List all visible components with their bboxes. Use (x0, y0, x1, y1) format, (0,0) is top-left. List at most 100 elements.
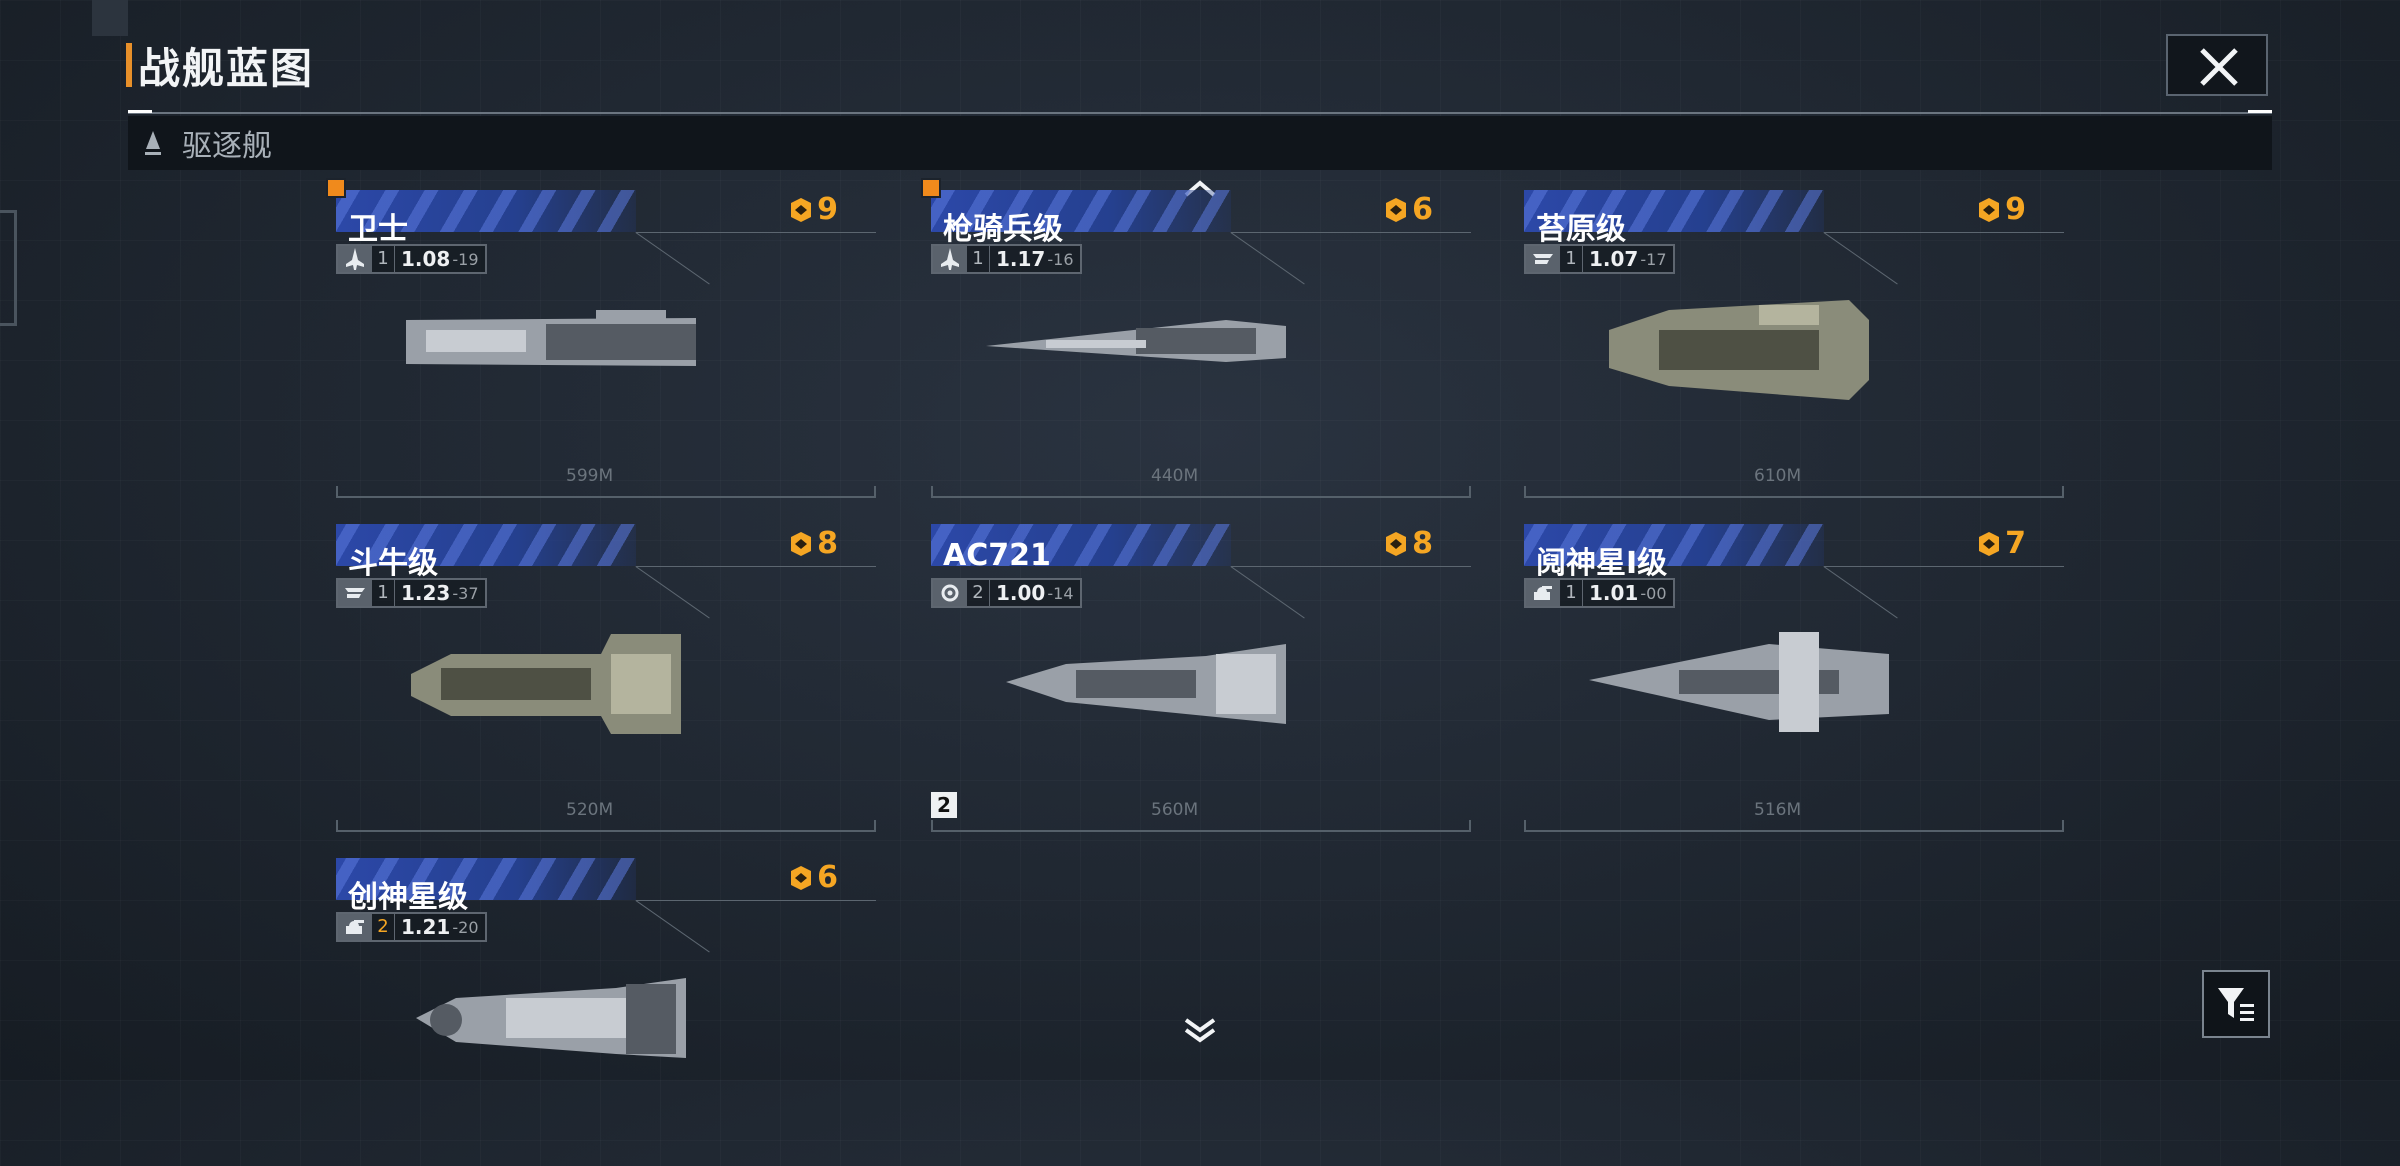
card-divider (636, 566, 876, 567)
ship-cost: 7 (1975, 526, 2026, 561)
filter-button[interactable] (2202, 970, 2270, 1038)
stat-sub: -16 (1047, 250, 1074, 269)
ship-image (406, 310, 696, 366)
title-accent (126, 43, 132, 87)
ship-name-banner: 枪骑兵级 (931, 190, 1231, 247)
corner-decoration (92, 0, 128, 36)
close-icon (2200, 48, 2238, 86)
header-divider (128, 110, 2272, 114)
ship-name: 创神星级 (348, 880, 468, 915)
filter-icon (2218, 988, 2254, 1021)
card-divider (1824, 232, 2064, 233)
ship-length: 516M (1754, 800, 1802, 820)
card-baseline (1524, 820, 2064, 832)
ship-card[interactable]: 阋神星I级 7 1 1.01 -00 516M (1524, 514, 2064, 832)
card-divider (636, 232, 876, 233)
ship-length: 520M (566, 800, 614, 820)
card-divider (1231, 566, 1471, 567)
ship-name: 枪骑兵级 (943, 212, 1063, 247)
gear-icon (941, 584, 959, 602)
ship-name-banner: AC721 (931, 524, 1231, 573)
ship-name: 卫士 (348, 212, 408, 247)
ship-length: 610M (1754, 466, 1802, 486)
command-cost-icon (1386, 531, 1407, 556)
ship-image (1006, 644, 1286, 724)
stat-main: 1.21 (401, 915, 451, 939)
command-cost-icon (791, 865, 812, 890)
close-button[interactable] (2166, 34, 2268, 96)
card-leader-line (1230, 566, 1305, 619)
ship-card[interactable]: 卫士 9 1 1.08 -19 599M (326, 178, 876, 498)
cost-value: 8 (817, 526, 838, 561)
ship-tier: 1 (1560, 580, 1583, 606)
ship-image (411, 634, 681, 734)
ship-name-banner: 阋神星I级 (1524, 524, 1824, 581)
ship-name-banner: 苔原级 (1524, 190, 1824, 247)
ship-image (986, 320, 1286, 362)
command-cost-icon (791, 197, 812, 222)
stat-sub: -17 (1640, 250, 1667, 269)
card-baseline (1524, 486, 2064, 498)
cost-value: 9 (2005, 192, 2026, 227)
ship-tier: 1 (372, 580, 395, 606)
ship-tier: 1 (1560, 246, 1583, 272)
card-baseline (336, 486, 876, 498)
corvette-icon (345, 588, 365, 598)
ship-card[interactable]: AC721 8 2 1.00 -14 560M 2 (931, 514, 1471, 832)
ship-name-banner: 创神星级 (336, 858, 636, 915)
ship-stats: 1 1.23 -37 (336, 578, 487, 608)
stat-sub: -20 (452, 918, 479, 937)
ship-card[interactable]: 创神星级 6 2 1.21 -20 (336, 848, 876, 1166)
scroll-down-chevron-icon[interactable] (1183, 1016, 1217, 1044)
ship-cost: 8 (787, 526, 838, 561)
ship-tier: 2 (967, 580, 990, 606)
ship-tier: 1 (372, 246, 395, 272)
stat-main: 1.00 (996, 581, 1046, 605)
stat-main: 1.17 (996, 247, 1046, 271)
ship-cost: 6 (787, 860, 838, 895)
ship-length: 440M (1151, 466, 1199, 486)
category-bar[interactable]: 驱逐舰 (128, 116, 2272, 170)
ship-stats: 1 1.17 -16 (931, 244, 1082, 274)
destroyer-icon (145, 131, 161, 155)
stat-sub: -19 (452, 250, 479, 269)
command-cost-icon (1386, 197, 1407, 222)
ship-name: 苔原级 (1536, 212, 1626, 247)
new-indicator (326, 178, 346, 198)
stat-main: 1.07 (1589, 247, 1639, 271)
ship-cost: 8 (1382, 526, 1433, 561)
card-leader-line (1230, 232, 1305, 285)
deploy-badge: 2 (931, 792, 957, 818)
cost-value: 9 (817, 192, 838, 227)
card-divider (1231, 232, 1471, 233)
ship-name: 斗牛级 (348, 546, 438, 581)
page-title: 战舰蓝图 (138, 43, 315, 93)
page-header: 战舰蓝图 (126, 40, 314, 93)
card-baseline (931, 820, 1471, 832)
ship-stats: 2 1.00 -14 (931, 578, 1082, 608)
ship-card[interactable]: 苔原级 9 1 1.07 -17 610M (1524, 180, 2064, 498)
command-cost-icon (1979, 197, 2000, 222)
ship-tier: 1 (967, 246, 990, 272)
cost-value: 6 (817, 860, 838, 895)
ship-image (416, 978, 686, 1058)
ship-tier: 2 (372, 914, 395, 940)
card-leader-line (635, 232, 710, 285)
ship-card[interactable]: 斗牛级 8 1 1.23 -37 520M (336, 514, 876, 832)
turret-icon (346, 920, 364, 934)
ship-stats: 1 1.07 -17 (1524, 244, 1675, 274)
ship-image (1589, 632, 1889, 732)
card-leader-line (1823, 232, 1898, 285)
turret-icon (1534, 586, 1552, 600)
cost-value: 7 (2005, 526, 2026, 561)
ship-stats: 1 1.01 -00 (1524, 578, 1675, 608)
corvette-icon (1533, 254, 1553, 264)
stat-main: 1.08 (401, 247, 451, 271)
ship-cost: 9 (1975, 192, 2026, 227)
command-cost-icon (1979, 531, 2000, 556)
card-leader-line (1823, 566, 1898, 619)
fighter-icon (941, 248, 959, 270)
ship-card[interactable]: 枪骑兵级 6 1 1.17 -16 440M (921, 178, 1471, 498)
stat-sub: -00 (1640, 584, 1667, 603)
ship-image (1609, 300, 1869, 400)
